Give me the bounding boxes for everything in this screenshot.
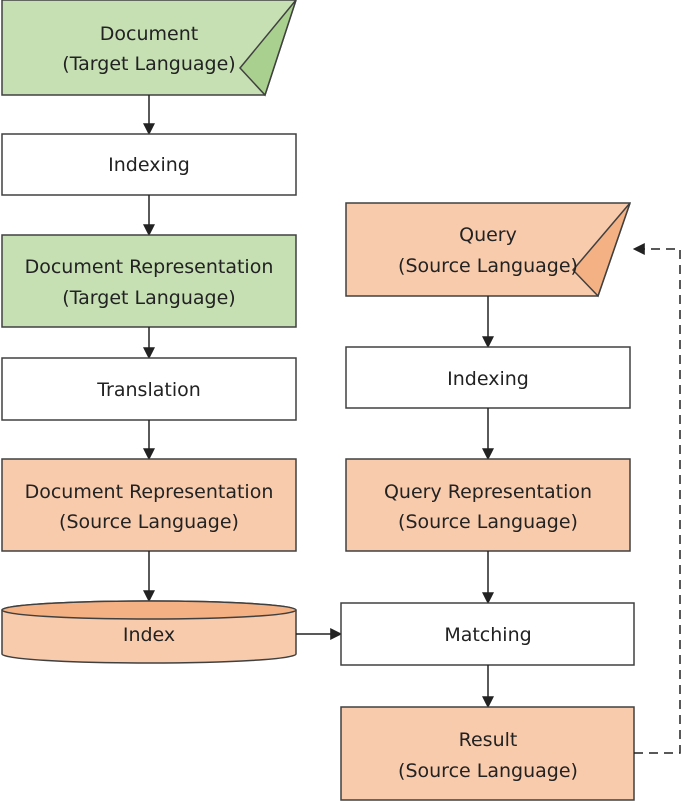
doc-rep-target-node: Document Representation (Target Language… [1,234,297,328]
index-label: Index [123,624,175,646]
query-label-1: Query [459,224,517,246]
query-label-2: (Source Language) [398,255,578,277]
indexing-right-node: Indexing [345,346,631,409]
matching-label: Matching [444,624,531,646]
query-rep-label-2: (Source Language) [398,511,578,533]
indexing-left-label: Indexing [108,154,190,176]
result-box [340,706,635,801]
result-node: Result (Source Language) [340,706,635,801]
document-target-node: Document (Target Language) [1,0,297,97]
translation-box [1,357,297,421]
feedback-dashed-arrow [632,243,681,754]
query-rep-box [345,458,631,552]
query-fold [571,202,631,298]
index-node: Index [1,600,297,664]
result-label-2: (Source Language) [398,760,578,782]
document-target-label-2: (Target Language) [62,53,235,75]
document-target-label-1: Document [100,23,198,45]
query-node: Query (Source Language) [345,202,632,298]
translation-label: Translation [96,379,201,401]
indexing-right-label: Indexing [447,368,529,390]
query-rep-node: Query Representation (Source Language) [345,458,631,552]
doc-rep-source-box [1,458,297,552]
query-rep-label-1: Query Representation [384,481,592,503]
doc-rep-target-label-2: (Target Language) [62,287,235,309]
result-label-1: Result [459,729,518,751]
indexing-right-box [345,346,631,409]
doc-rep-target-box [1,234,297,328]
doc-rep-source-node: Document Representation (Source Language… [1,458,297,552]
translation-node: Translation [1,357,297,421]
index-cylinder-top [1,600,297,620]
indexing-left-node: Indexing [1,133,297,196]
matching-node: Matching [340,602,635,666]
doc-rep-target-label-1: Document Representation [25,256,274,278]
document-target-fold [239,0,297,97]
doc-rep-source-label-1: Document Representation [25,481,274,503]
doc-rep-source-label-2: (Source Language) [59,511,239,533]
indexing-left-box [1,133,297,196]
